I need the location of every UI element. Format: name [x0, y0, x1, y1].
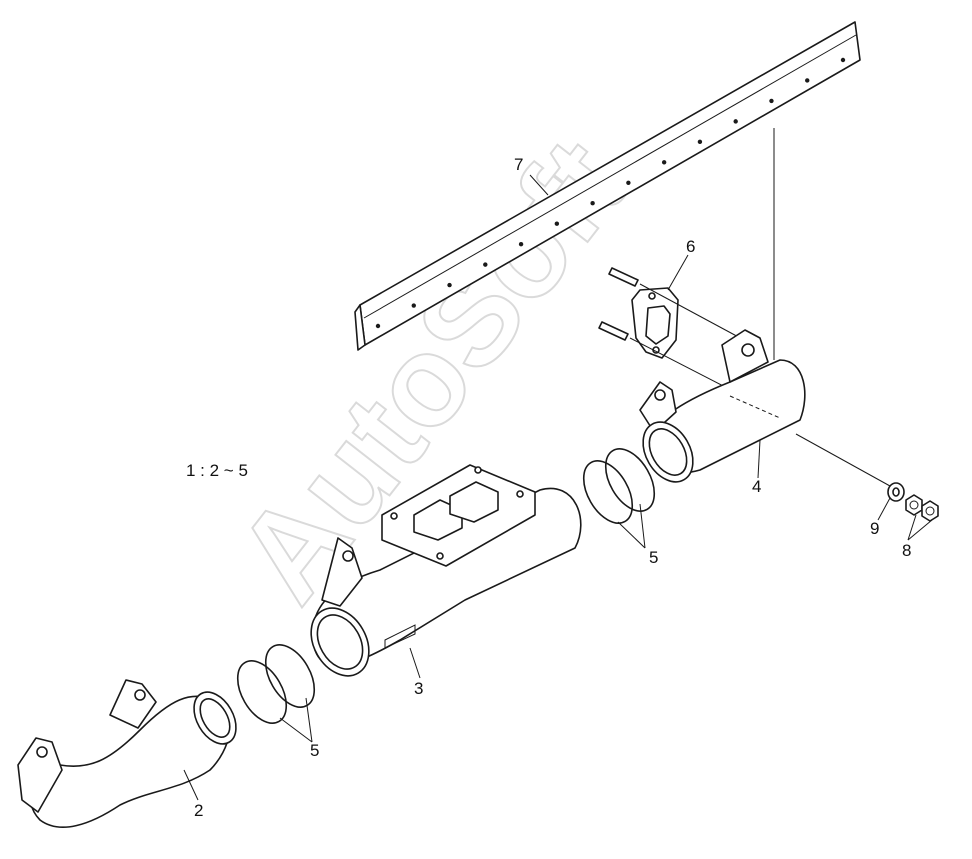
rivet-hole	[447, 282, 452, 288]
rivet-hole	[840, 57, 846, 63]
leader-lines	[183, 174, 933, 801]
callout-4: 4	[752, 477, 761, 496]
ratio-label: 1 : 2 ~ 5	[186, 461, 248, 480]
callout-8: 8	[902, 541, 911, 560]
manifold-front-section	[17, 679, 237, 828]
rivet-hole	[733, 119, 738, 124]
rivet-hole	[769, 98, 774, 104]
manifold-end-section	[639, 329, 806, 483]
callout-9: 9	[870, 519, 879, 538]
rivet-hole	[411, 303, 416, 308]
rivet-hole	[805, 78, 810, 83]
callout-7: 7	[514, 155, 523, 174]
rivet-hole	[661, 160, 667, 165]
rivet-hole	[626, 180, 631, 185]
rivet-hole	[375, 323, 381, 329]
callout-3: 3	[414, 679, 423, 698]
rivet-hole	[554, 221, 560, 226]
manifold-center-section	[310, 464, 582, 677]
heat-shield-strip	[354, 21, 861, 351]
callout-6: 6	[686, 237, 695, 256]
callout-5-lower: 5	[310, 741, 319, 760]
rivet-hole	[590, 201, 595, 206]
callout-5-upper: 5	[649, 548, 658, 567]
studs-and-gasket	[598, 267, 745, 393]
seal-rings-lower	[236, 644, 316, 724]
seal-rings-upper	[582, 448, 656, 524]
nuts	[905, 494, 939, 522]
rivet-hole	[483, 262, 488, 267]
rivet-hole	[518, 241, 524, 247]
callout-2: 2	[194, 801, 203, 820]
rivet-hole	[697, 139, 703, 145]
washer	[887, 482, 905, 502]
